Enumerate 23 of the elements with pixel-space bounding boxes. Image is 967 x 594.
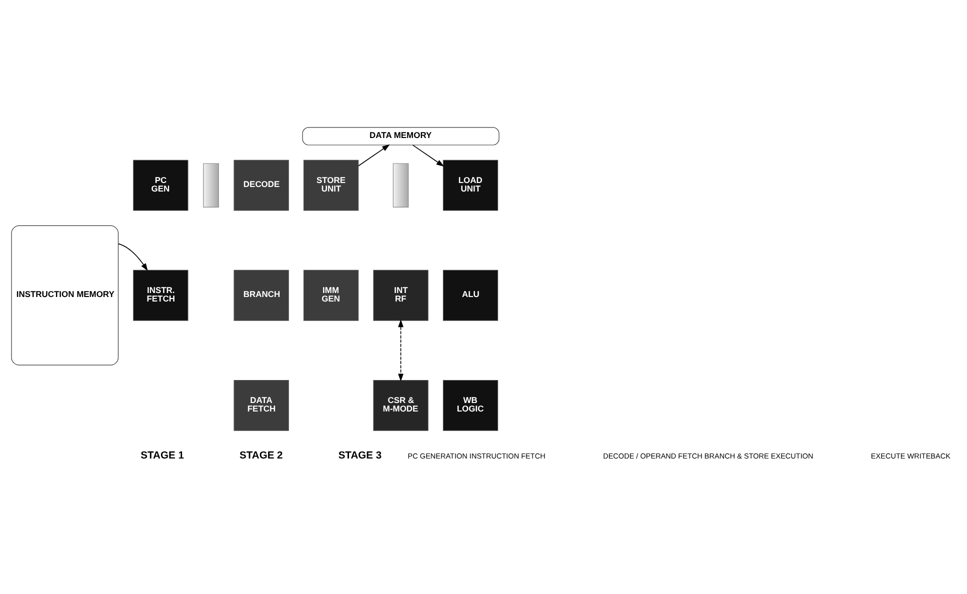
node-box: CSR & M-MODE bbox=[372, 379, 428, 430]
arrow bbox=[358, 144, 390, 166]
node-box: INSTR. FETCH bbox=[132, 269, 188, 320]
node-bar bbox=[202, 162, 218, 207]
node-box: INT RF bbox=[372, 269, 428, 320]
node-box: STORE UNIT bbox=[302, 159, 358, 210]
arrow bbox=[398, 318, 403, 381]
label: STAGE 3 bbox=[338, 450, 382, 462]
node-box: LOAD UNIT bbox=[442, 159, 498, 210]
node-box: BRANCH bbox=[233, 269, 288, 320]
node-box: DATA MEMORY bbox=[302, 126, 499, 145]
label: STAGE 1 bbox=[140, 450, 184, 462]
node-box: DECODE bbox=[233, 159, 288, 210]
node-bar bbox=[392, 162, 408, 207]
node-box: INSTRUCTION MEMORY bbox=[10, 224, 118, 365]
node-box: PC GEN bbox=[132, 159, 188, 210]
node-box: DATA FETCH bbox=[233, 379, 288, 430]
arrow bbox=[412, 144, 444, 166]
node-box: WB LOGIC bbox=[442, 379, 498, 430]
label: STAGE 2 bbox=[239, 450, 282, 462]
node-box: ALU bbox=[442, 269, 498, 320]
arrow bbox=[117, 242, 148, 271]
node-box: IMM GEN bbox=[302, 269, 358, 320]
